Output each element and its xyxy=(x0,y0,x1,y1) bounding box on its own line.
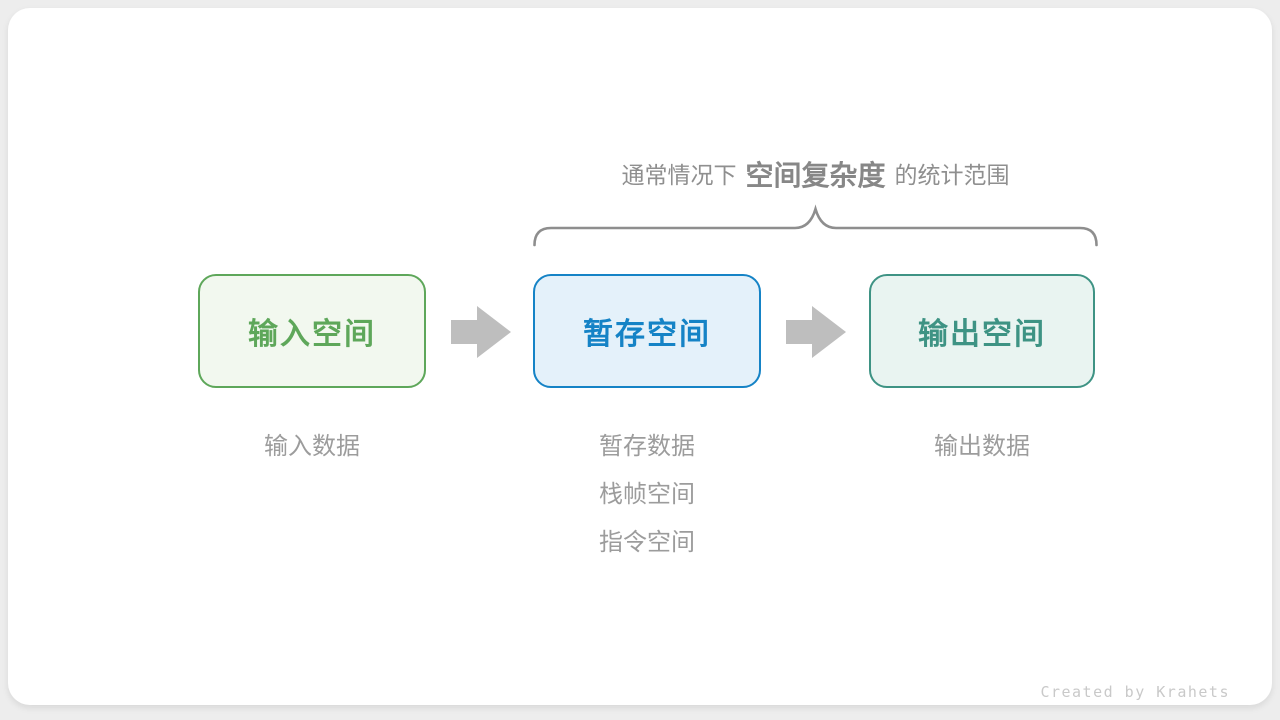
box-temp-space: 暂存空间 xyxy=(533,274,761,388)
input-space-notes: 输入数据 xyxy=(198,423,426,471)
credit-text: Created by Krahets xyxy=(1040,683,1230,701)
annotation-highlight: 空间复杂度 xyxy=(745,160,886,191)
arrow-right-icon xyxy=(786,306,846,358)
note-item: 暂存数据 xyxy=(599,433,695,460)
arrow-shape xyxy=(786,306,846,358)
brace-path xyxy=(533,204,1098,247)
note-item: 输入数据 xyxy=(264,433,360,460)
arrow-right-icon xyxy=(451,306,511,358)
temp-space-notes: 暂存数据 栈帧空间 指令空间 xyxy=(533,423,761,567)
note-item: 栈帧空间 xyxy=(599,481,695,508)
box-input-space: 输入空间 xyxy=(198,274,426,388)
box-output-space: 输出空间 xyxy=(869,274,1095,388)
box-temp-space-label: 暂存空间 xyxy=(583,318,711,351)
box-input-space-label: 输入空间 xyxy=(248,318,376,351)
note-item: 指令空间 xyxy=(599,529,695,556)
annotation-suffix: 的统计范围 xyxy=(894,162,1010,188)
scope-brace xyxy=(533,204,1098,247)
annotation-prefix: 通常情况下 xyxy=(621,162,737,188)
box-output-space-label: 输出空间 xyxy=(918,318,1046,351)
scope-annotation: 通常情况下空间复杂度的统计范围 xyxy=(533,154,1098,194)
diagram-card: 通常情况下空间复杂度的统计范围 输入空间 暂存空间 输出空间 输入数据 暂存数据 xyxy=(8,8,1272,705)
arrow-shape xyxy=(451,306,511,358)
note-item: 输出数据 xyxy=(934,433,1030,460)
output-space-notes: 输出数据 xyxy=(869,423,1095,471)
